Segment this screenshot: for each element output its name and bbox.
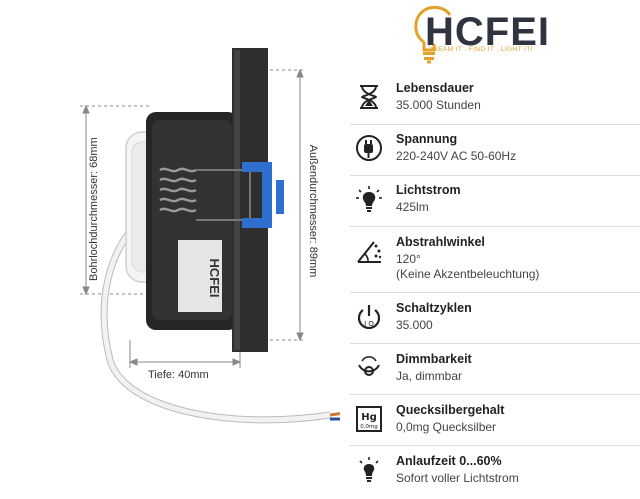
dimmer-icon [358,356,380,376]
feature-mercury-content: Hg 0,0mg Quecksilbergehalt 0,0mg Quecksi… [350,400,640,448]
feature-value: Sofort voller Lichtstrom [396,471,519,485]
feature-value: Ja, dimmbar [396,369,463,383]
startup-bulb-icon [359,457,379,482]
divider [350,124,640,125]
hourglass-icon [360,85,378,109]
divider [350,226,640,227]
feature-title: Anlaufzeit 0...60% [396,454,502,468]
outer-diameter-dimension [270,68,306,342]
feature-value: 220-240V AC 50-60Hz [396,149,517,163]
feature-luminous-flux: Lichtstrom 425lm [350,180,640,228]
product-label: HCFEI [207,259,222,298]
feature-switch-cycles: I O Schaltzyklen 35.000 [350,298,640,346]
divider [350,343,640,344]
feature-title: Schaltzyklen [396,301,472,315]
feature-title: Abstrahlwinkel [396,235,485,249]
logo-bulb-icon [414,6,452,64]
feature-lifespan: Lebensdauer 35.000 Stunden [350,78,640,126]
mercury-badge-symbol: Hg [361,412,377,423]
beam-angle-icon [357,241,382,263]
outer-diameter-label: Außendurchmesser: 89mm [307,144,319,278]
mercury-badge-value: 0,0mg [360,424,378,430]
light-bulb-icon [356,186,382,212]
feature-voltage: Spannung 220-240V AC 50-60Hz [350,129,640,177]
feature-value: 35.000 Stunden [396,98,481,112]
feature-title: Lichtstrom [396,183,461,197]
feature-value: 0,0mg Quecksilber [396,420,497,434]
feature-dimmability: Dimmbarkeit Ja, dimmbar [350,349,640,397]
depth-dimension [128,340,242,368]
feature-title: Quecksilbergehalt [396,403,505,417]
feature-value: 120° [396,252,421,266]
power-plug-icon [356,135,382,161]
feature-title: Spannung [396,132,458,146]
brand-logo [414,6,452,64]
spring-clips [159,167,251,221]
divider [350,292,640,293]
feature-beam-angle: Abstrahlwinkel 120° (Keine Akzentbeleuch… [350,232,640,290]
feature-value: 425lm [396,200,429,214]
feature-title: Dimmbarkeit [396,352,472,366]
svg-text:I O: I O [364,320,374,328]
feature-title: Lebensdauer [396,81,474,95]
brand-name: HCFEI [425,10,550,54]
feature-note: (Keine Akzentbeleuchtung) [396,267,540,281]
power-cable [100,217,340,424]
terminal-connector [242,162,284,228]
depth-label: Tiefe: 40mm [148,369,209,381]
divider [350,394,640,395]
hole-diameter-label: Bohrlochdurchmesser: 68mm [88,137,100,281]
mercury-icon: Hg 0,0mg [356,406,382,432]
brand-slogan: DREAM IT . FIND IT . LIGHT IT! [428,46,533,53]
divider [350,445,640,446]
feature-startup-time: Anlaufzeit 0...60% Sofort voller Lichtst… [350,451,640,499]
hole-diameter-dimension [80,104,152,296]
feature-value: 35.000 [396,318,433,332]
product-illustration: HCFEI [80,48,340,424]
power-switch-icon: I O [357,305,381,330]
divider [350,175,640,176]
